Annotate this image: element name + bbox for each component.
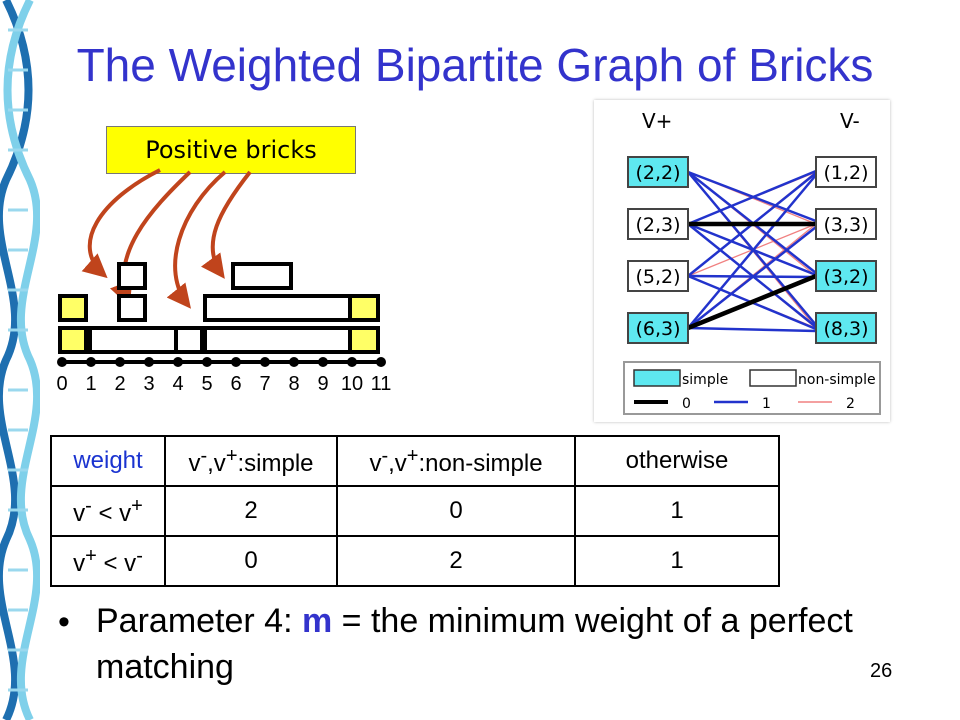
arrow-2 [109, 170, 192, 307]
brick-positive-4 [348, 326, 380, 354]
slide-title: The Weighted Bipartite Graph of Bricks [76, 39, 874, 91]
brick-bottom-2 [174, 326, 204, 354]
bullet-dot: • [58, 603, 70, 641]
bipartite-graph-panel: V+ V- (2,2) (2,3) (5,2) (6,3) (1,2) (3,3) (3,2… [594, 100, 890, 422]
brick-positive-3 [58, 326, 88, 354]
tick-dot [86, 357, 96, 367]
tick-label: 6 [230, 373, 241, 395]
brick-bottom-1 [88, 326, 178, 354]
graph-node-label: (3,3) [823, 214, 868, 236]
tick-label: 11 [371, 373, 392, 395]
tick-label: 5 [201, 373, 212, 395]
table-cell: 0 [164, 535, 338, 587]
graph-edge [687, 174, 817, 329]
legend-non-simple-swatch [749, 369, 797, 387]
tick-dot [115, 357, 125, 367]
graph-node-label: (2,3) [635, 214, 680, 236]
brick-bottom-3 [203, 326, 352, 354]
table-row: v+ < v- 0 2 1 [50, 535, 780, 587]
legend-simple-text: simple [682, 372, 728, 388]
tick-dot [318, 357, 328, 367]
tick-label: 8 [288, 373, 299, 395]
graph-node [627, 260, 689, 292]
tick-label: 4 [172, 373, 183, 395]
graph-node [815, 156, 877, 188]
graph-edge [687, 169, 817, 226]
graph-node [627, 156, 689, 188]
table-cell: 1 [574, 485, 780, 537]
tick-label: 10 [341, 373, 363, 395]
parameter-m: m [301, 602, 333, 640]
tick-dot [231, 357, 241, 367]
header-otherwise: otherwise [574, 435, 780, 487]
brick-positive-1 [58, 294, 88, 322]
graph-node [815, 260, 877, 292]
table-header-row: weight v-,v+:simple v-,v+:non-simple oth… [50, 435, 780, 487]
table-cell: 1 [574, 535, 780, 587]
tick-dot [57, 357, 67, 367]
tick-label: 0 [56, 373, 67, 395]
tick-dot [289, 357, 299, 367]
tick-dot [376, 357, 386, 367]
bipartite-graph: V+ V- (2,2) (2,3) (5,2) (6,3) (1,2) (3,3) (3,2… [623, 109, 881, 415]
graph-edge [687, 222, 817, 277]
brick-top-2 [231, 262, 293, 290]
weight-table: weight v-,v+:simple v-,v+:non-simple oth… [50, 435, 780, 587]
tick-dot [144, 357, 154, 367]
tick-label: 3 [143, 373, 154, 395]
graph-edge [687, 273, 817, 331]
parameter-text: Parameter 4: m = the minimum weight of a… [96, 598, 916, 690]
graph-node-label: (2,2) [635, 162, 680, 184]
parameter-post: = the minimum weight of a perfect matchi… [96, 602, 853, 686]
graph-edge [687, 326, 817, 333]
page-number: 26 [870, 660, 893, 682]
parameter-pre: Parameter 4: [96, 602, 302, 640]
v-minus-header: V- [840, 109, 860, 133]
brick-top-1 [117, 262, 147, 290]
graph-node [627, 208, 689, 240]
row-label: v- < v+ [50, 485, 166, 537]
graph-node [627, 312, 689, 344]
arrow-1 [81, 168, 161, 279]
header-weight: weight [50, 435, 166, 487]
tick-label: 9 [317, 373, 328, 395]
legend-non-simple-text: non-simple [798, 372, 876, 388]
tick-label: 1 [85, 373, 96, 395]
tick-dot [202, 357, 212, 367]
table-cell: 0 [336, 485, 576, 537]
table-cell: 2 [336, 535, 576, 587]
graph-node [815, 208, 877, 240]
graph-node-label: (1,2) [823, 162, 868, 184]
legend-w1-text: 1 [762, 396, 771, 412]
graph-node [815, 312, 877, 344]
positive-bricks-label: Positive bricks [106, 126, 356, 174]
tick-dot [173, 357, 183, 367]
v-plus-header: V+ [642, 109, 672, 133]
tick-label: 7 [259, 373, 270, 395]
graph-edge [687, 226, 817, 329]
tick-label: 2 [114, 373, 125, 395]
tick-dot [347, 357, 357, 367]
table-row: v- < v+ 2 0 1 [50, 485, 780, 537]
arrow-3 [166, 170, 227, 309]
arrow-4 [200, 170, 252, 279]
header-non-simple: v-,v+:non-simple [336, 435, 576, 487]
table-cell: 2 [164, 485, 338, 537]
header-simple: v-,v+:simple [164, 435, 338, 487]
dna-helix-decoration [0, 0, 40, 720]
legend-w2-text: 2 [846, 396, 855, 412]
brick-positive-2 [348, 294, 380, 322]
graph-node-label: (5,2) [635, 266, 680, 288]
legend-simple-swatch [633, 369, 681, 387]
graph-node-label: (6,3) [635, 318, 680, 340]
tick-dot [260, 357, 270, 367]
graph-node-label: (8,3) [823, 318, 868, 340]
row-label: v+ < v- [50, 535, 166, 587]
graph-node-label: (3,2) [823, 266, 868, 288]
brick-mid-2 [203, 294, 352, 322]
legend-w0-text: 0 [682, 396, 691, 412]
brick-mid-1 [117, 294, 147, 322]
